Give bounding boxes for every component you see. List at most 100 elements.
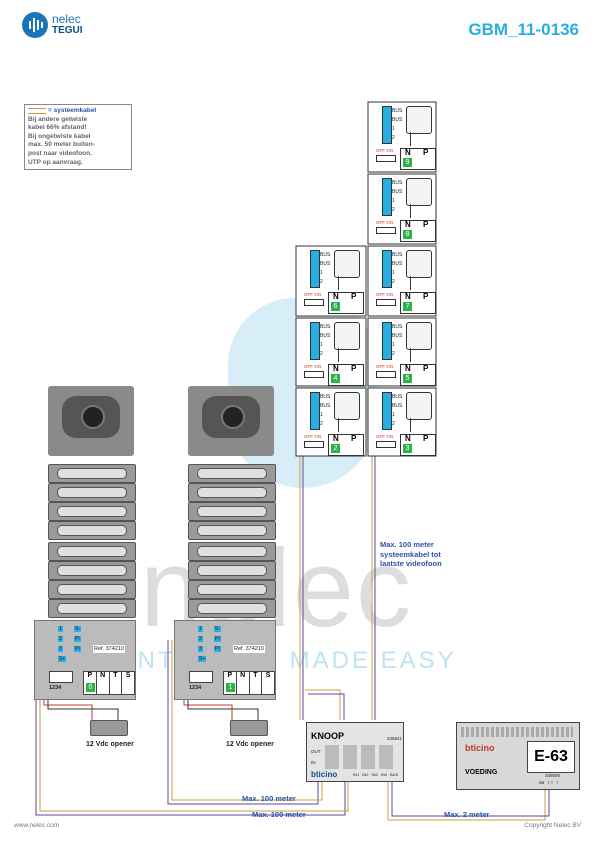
videophone-terminal-label: 2	[392, 207, 395, 213]
panel2-distance-label: Max. 100 meter	[242, 794, 296, 803]
call-button	[48, 464, 136, 483]
panel-interface-module-2: Ref. 374210 1234 P N T S 1	[174, 620, 276, 700]
videophone-p-label: P	[351, 292, 357, 301]
brand-subtitle: TEGUI	[52, 25, 83, 36]
panel-terminal-label: 1	[58, 626, 63, 632]
videophone-terminal-label: BUS	[392, 252, 403, 258]
call-button-face	[197, 584, 267, 595]
videophone-screen-icon	[406, 322, 432, 350]
videophone-terminal-label: BUS	[392, 333, 403, 339]
call-button	[188, 580, 276, 599]
call-button-face	[197, 525, 267, 536]
note-line: Bij ongetwiste kabel	[28, 132, 91, 140]
config-block: P N T S	[223, 671, 275, 695]
handset-cord-icon	[410, 348, 417, 362]
videophone-number: 7	[403, 302, 412, 311]
call-button	[188, 521, 276, 540]
footer-website: www.nelec.com	[14, 822, 60, 829]
panel1-cable	[35, 640, 346, 816]
videophone-switch	[376, 371, 396, 378]
config-p-label: P	[224, 672, 237, 694]
handset-cord-icon	[410, 276, 417, 290]
videophone-switch	[376, 155, 396, 162]
config-n-label: N	[237, 672, 250, 694]
panel-terminal-label: S-	[74, 626, 81, 632]
note-line: UTP op aanvraag.	[28, 158, 83, 166]
node-out-label: OUT	[311, 749, 321, 754]
note-line: post naar videofoon.	[28, 149, 92, 157]
call-button-face	[57, 506, 127, 517]
node-device: KNOOP 346841 OUT IN bticino IN1 IN2 IN3 …	[306, 722, 404, 782]
call-button	[188, 483, 276, 502]
videophone-switch-label: OFF ON	[376, 434, 393, 439]
videophone-p-label: P	[423, 148, 429, 157]
config-s-label: S	[125, 672, 131, 679]
videophone-terminal-label: 1	[320, 270, 323, 276]
node-terminal-label: IN3	[371, 772, 378, 777]
call-button	[188, 502, 276, 521]
footer-copyright: Copyright Nelec BV	[524, 822, 581, 829]
videophone-switch-label: OFF ON	[376, 148, 393, 153]
psu-distance-label: Max. 2 meter	[444, 810, 490, 819]
videophone-terminal-label: BUS	[320, 333, 331, 339]
videophone-terminal-block	[382, 178, 392, 216]
videophone-n-label: N	[405, 364, 411, 373]
videophone-screen-icon	[334, 250, 360, 278]
videophone-n-label: N	[333, 292, 339, 301]
psu-terminal-label: BB	[539, 780, 545, 785]
panel-terminal-label: 3	[58, 646, 63, 652]
panel-terminal-label: PI	[74, 636, 81, 642]
videophone-terminal-block	[310, 250, 320, 288]
dip-switch	[49, 671, 73, 683]
camera-module-1	[48, 386, 134, 456]
call-button	[48, 521, 136, 540]
riser-distance-line: systeemkabel tot	[380, 549, 441, 559]
videophone-terminal-label: 1	[392, 412, 395, 418]
videophone-terminal-label: 1	[392, 198, 395, 204]
module-ref-label: Ref. 374210	[93, 645, 125, 653]
videophone-terminal-label: BUS	[320, 403, 331, 409]
videophone-terminal-label: 2	[320, 421, 323, 427]
videophone-switch	[304, 441, 324, 448]
dip-switch-label: 1234	[49, 685, 62, 691]
videophone-screen-icon	[334, 322, 360, 350]
call-button	[188, 542, 276, 561]
note-line: max. 50 meter buiten-	[28, 141, 95, 149]
videophone-terminal-label: 2	[320, 351, 323, 357]
node-code: 346841	[387, 736, 403, 741]
videophone-terminal-label: BUS	[320, 261, 331, 267]
cable-note-box: = systeemkabel Bij andere getwiste kabel…	[24, 104, 132, 171]
config-t-label: T	[110, 672, 123, 694]
cable-swatch-icon	[28, 108, 46, 115]
videophone-terminal-label: 2	[320, 279, 323, 285]
psu-terminals: BB T T T	[539, 780, 559, 785]
node-in-label: IN	[311, 760, 316, 765]
videophone-terminal-block	[382, 322, 392, 360]
call-button-face	[197, 546, 267, 557]
videophone-p-label: P	[423, 434, 429, 443]
videophone-terminal-label: BUS	[320, 394, 331, 400]
power-supply: bticino E-63 VOEDING 346000 BB T T T	[456, 722, 580, 790]
videophone-p-label: P	[423, 292, 429, 301]
node-ports	[325, 745, 397, 769]
videophone-screen-icon	[406, 178, 432, 206]
panel1-distance-label: Max. 100 meter	[252, 810, 306, 819]
node-terminal-label: IN4	[380, 772, 387, 777]
psu-terminal-label: T T	[547, 780, 554, 785]
videophone-screen-icon	[406, 106, 432, 134]
videophone-switch-label: OFF ON	[304, 434, 321, 439]
videophone-terminal-label: 1	[392, 270, 395, 276]
handset-cord-icon	[338, 276, 345, 290]
videophone-terminal-label: BUS	[320, 252, 331, 258]
psu-model: E-63	[527, 741, 575, 773]
call-button-face	[197, 603, 267, 614]
videophone-n-label: N	[405, 148, 411, 157]
riser-distance-label: Max. 100 meter systeemkabel tot laatste …	[380, 540, 442, 569]
call-button-face	[57, 584, 127, 595]
psu-vent	[461, 727, 573, 737]
